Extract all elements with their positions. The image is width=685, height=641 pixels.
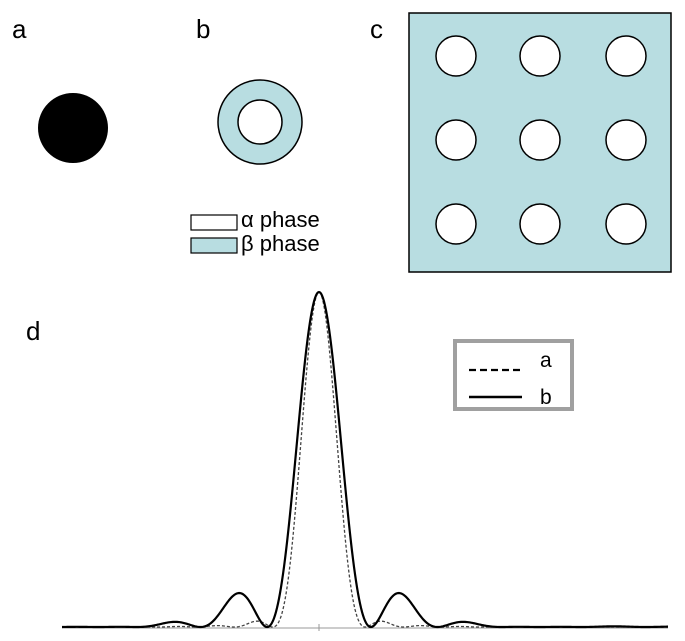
panel-label-a: a (12, 14, 27, 44)
legend-label-a: a (540, 349, 552, 372)
series-a-dashed-curve (62, 291, 668, 628)
panel-label-b: b (196, 14, 211, 44)
alpha-phase-label: α phase (241, 207, 320, 232)
lattice-hole-r2-c2 (519, 119, 561, 161)
series-b-solid-curve (61, 290, 669, 629)
solid-disk (38, 93, 108, 163)
panel-label-c: c (370, 14, 383, 44)
lattice-hole-r1-c3 (605, 35, 647, 77)
lattice-hole-r3-c1 (435, 203, 477, 245)
chart-legend-box (453, 339, 574, 411)
lattice-holes (435, 35, 647, 245)
beta-phase-label: β phase (241, 231, 320, 256)
lattice-hole-r1-c2 (519, 35, 561, 77)
lattice-hole-r3-c2 (519, 203, 561, 245)
beta-phase-swatch (190, 237, 238, 254)
panel-label-d: d (26, 316, 41, 346)
ring-inner-alpha (237, 99, 283, 145)
legend-label-b: b (540, 386, 552, 409)
lattice-hole-r2-c3 (605, 119, 647, 161)
lattice-hole-r2-c1 (435, 119, 477, 161)
alpha-phase-swatch (190, 214, 238, 231)
lattice-hole-r3-c3 (605, 203, 647, 245)
chart (61, 290, 669, 631)
lattice-hole-r1-c1 (435, 35, 477, 77)
